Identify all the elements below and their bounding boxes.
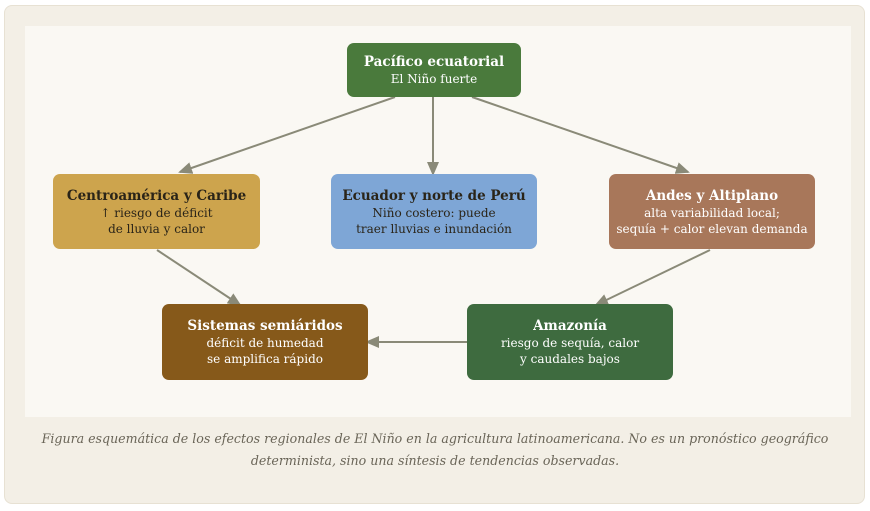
figure-caption: Figura esquemática de los efectos region…	[41, 431, 829, 468]
node-title: Andes y Altiplano	[645, 187, 779, 204]
node-title: Sistemas semiáridos	[187, 318, 343, 334]
node-subtitle: alta variabilidad local; sequía + calor …	[616, 205, 808, 236]
node-andes-altiplano: Andes y Altiplano alta variabilidad loca…	[609, 174, 815, 249]
node-subtitle: El Niño fuerte	[390, 72, 478, 86]
node-centroamerica-caribe: Centroamérica y Caribe ↑ riesgo de défic…	[53, 174, 260, 249]
node-title: Centroamérica y Caribe	[66, 187, 247, 204]
node-subtitle: riesgo de sequía, calor y caudales bajos	[500, 336, 640, 366]
node-amazonia: Amazonía riesgo de sequía, calor y cauda…	[467, 304, 673, 380]
node-title: Ecuador y norte de Perú	[342, 187, 526, 204]
node-sistemas-semiaridos: Sistemas semiáridos déficit de humedad s…	[162, 304, 368, 380]
node-title: Amazonía	[533, 318, 607, 334]
node-subtitle: ↑ riesgo de déficit de lluvia y calor	[100, 205, 213, 236]
node-ecuador-norte-peru: Ecuador y norte de Perú Niño costero: pu…	[331, 174, 537, 249]
node-subtitle: déficit de humedad se amplifica rápido	[206, 336, 324, 366]
node-pacifico-ecuatorial: Pacífico ecuatorial El Niño fuerte	[347, 43, 521, 97]
node-title: Pacífico ecuatorial	[363, 54, 505, 70]
node-subtitle: Niño costero: puede traer lluvias e inun…	[356, 205, 512, 236]
